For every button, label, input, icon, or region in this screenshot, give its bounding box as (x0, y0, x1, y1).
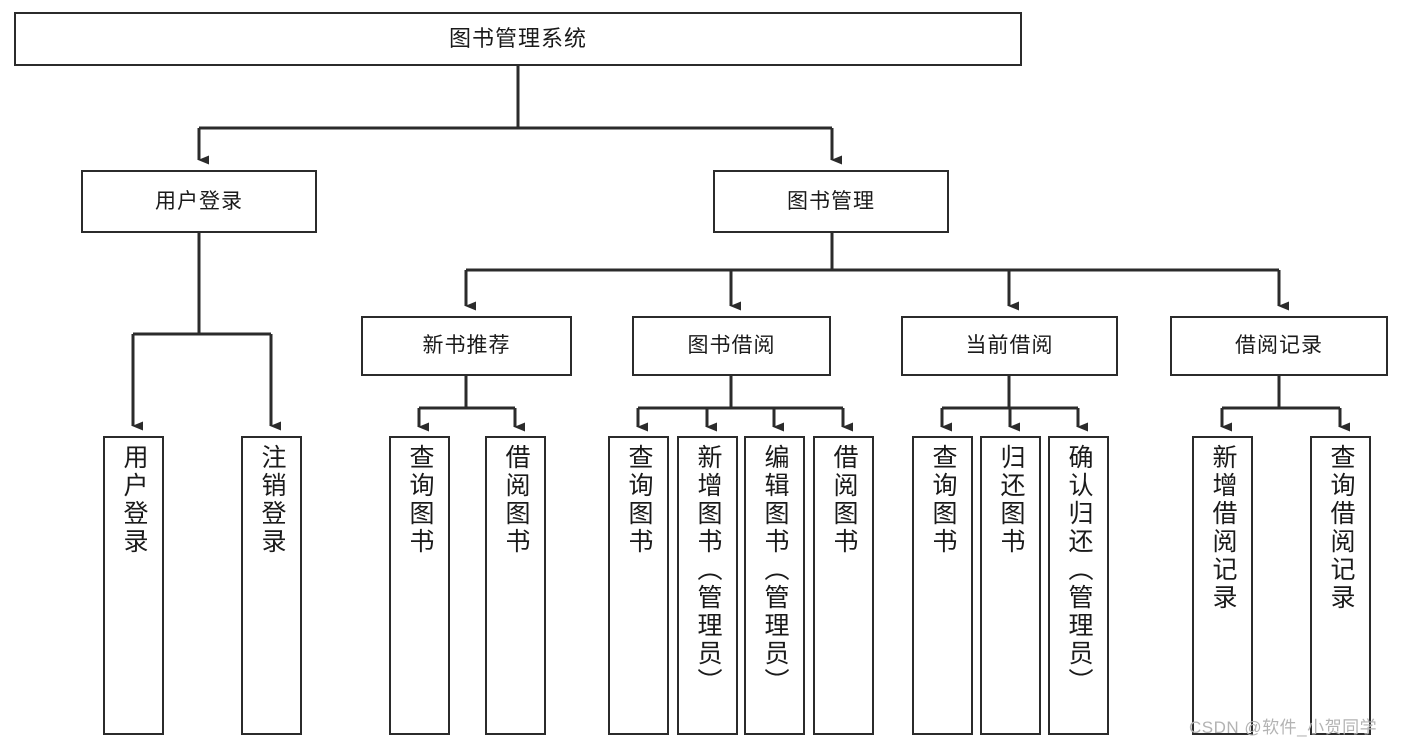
node-label: 查询借阅记录 (1327, 444, 1355, 612)
node-label: 图书管理系统 (448, 25, 587, 51)
node-label: 确认归还（管理员） (1065, 444, 1093, 696)
leaf-add-borrow-record[interactable]: 新增借阅记录 (1192, 436, 1253, 735)
leaf-return-book[interactable]: 归还图书 (980, 436, 1041, 735)
node-label: 查询图书 (625, 444, 653, 556)
leaf-query-book-current[interactable]: 查询图书 (912, 436, 973, 735)
node-label: 用户登录 (120, 444, 148, 556)
node-user-login[interactable]: 用户登录 (81, 170, 317, 233)
node-label: 编辑图书（管理员） (761, 444, 789, 696)
node-label: 新增借阅记录 (1209, 444, 1237, 612)
node-label: 借阅图书 (502, 444, 530, 556)
leaf-query-book-borrow[interactable]: 查询图书 (608, 436, 669, 735)
leaf-query-book-recommend[interactable]: 查询图书 (389, 436, 450, 735)
node-label: 新书推荐 (422, 334, 511, 358)
node-label: 查询图书 (406, 444, 434, 556)
node-label: 借阅图书 (830, 444, 858, 556)
node-label: 查询图书 (929, 444, 957, 556)
node-label: 归还图书 (997, 444, 1025, 556)
node-label: 借阅记录 (1235, 334, 1323, 358)
node-label: 用户登录 (155, 189, 243, 213)
node-label: 当前借阅 (965, 334, 1054, 358)
leaf-query-borrow-record[interactable]: 查询借阅记录 (1310, 436, 1371, 735)
node-book-management[interactable]: 图书管理 (713, 170, 949, 233)
leaf-add-book-admin[interactable]: 新增图书（管理员） (677, 436, 738, 735)
node-new-book-recommendation[interactable]: 新书推荐 (361, 316, 572, 376)
leaf-logout[interactable]: 注销登录 (241, 436, 302, 735)
leaf-edit-book-admin[interactable]: 编辑图书（管理员） (744, 436, 805, 735)
node-label: 图书管理 (787, 189, 875, 213)
csdn-watermark: CSDN @软件_小贺同学 (1189, 718, 1378, 737)
node-label: 图书借阅 (687, 334, 776, 358)
leaf-borrow-book-recommend[interactable]: 借阅图书 (485, 436, 546, 735)
node-label: 注销登录 (258, 444, 286, 556)
node-current-borrowing[interactable]: 当前借阅 (901, 316, 1118, 376)
leaf-user-login[interactable]: 用户登录 (103, 436, 164, 735)
node-book-management-system[interactable]: 图书管理系统 (14, 12, 1022, 66)
node-borrowing-record[interactable]: 借阅记录 (1170, 316, 1388, 376)
node-label: 新增图书（管理员） (694, 444, 722, 696)
leaf-confirm-return-admin[interactable]: 确认归还（管理员） (1048, 436, 1109, 735)
node-book-borrowing[interactable]: 图书借阅 (632, 316, 831, 376)
leaf-borrow-book[interactable]: 借阅图书 (813, 436, 874, 735)
